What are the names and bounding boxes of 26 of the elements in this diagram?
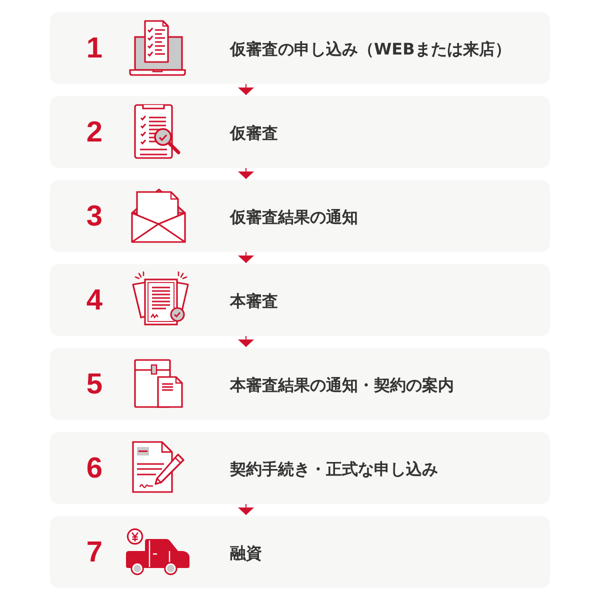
step-number: 7 — [86, 538, 103, 567]
arrow — [238, 168, 254, 180]
arrow — [238, 336, 254, 348]
step-title: 本審査 — [230, 291, 278, 311]
step-title: 仮審査 — [230, 123, 278, 143]
step-title: 本審査結果の通知・契約の案内 — [230, 375, 454, 395]
step-number: 1 — [86, 34, 103, 63]
step-card — [50, 264, 550, 336]
step-card — [50, 12, 550, 84]
arrow — [238, 252, 254, 264]
step-title: 仮審査結果の通知 — [230, 207, 358, 227]
arrow — [238, 84, 254, 96]
step-card — [50, 348, 550, 420]
step-title: 仮審査の申し込み（WEBまたは来店） — [230, 39, 511, 59]
step-card — [50, 96, 550, 168]
step-number: 2 — [86, 118, 103, 147]
step-number: 4 — [86, 286, 103, 315]
step-number: 6 — [86, 454, 103, 483]
step-title: 融資 — [230, 543, 262, 563]
arrow — [238, 504, 254, 516]
step-card — [50, 516, 550, 588]
step-number: 5 — [86, 370, 103, 399]
step-title: 契約手続き・正式な申し込み — [230, 459, 438, 479]
step-card — [50, 180, 550, 252]
step-number: 3 — [86, 202, 103, 231]
step-card — [50, 432, 550, 504]
